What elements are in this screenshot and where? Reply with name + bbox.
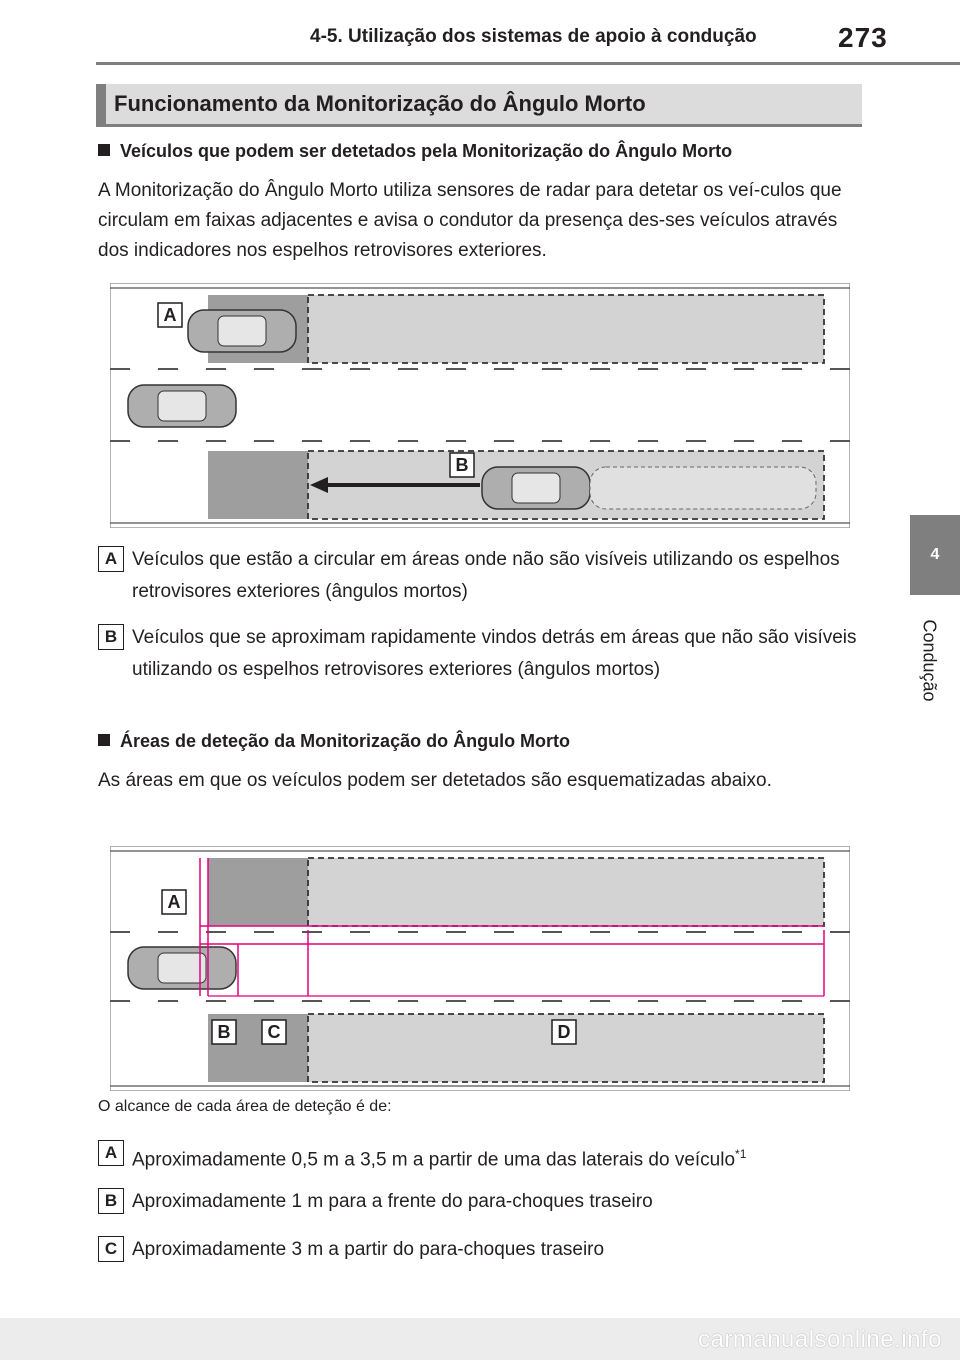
figure-detection-zones: A B C D [110, 846, 850, 1091]
list-item-range-c: C Aproximadamente 3 m a partir do para-c… [98, 1234, 858, 1266]
chapter-label: Condução [904, 610, 944, 720]
footnote-ref[interactable]: *1 [735, 1147, 747, 1161]
label-badge: A [98, 1140, 124, 1166]
figure-caption: O alcance de cada área de deteção é de: [98, 1098, 392, 1115]
list-item-text: Aproximadamente 0,5 m a 3,5 m a partir d… [132, 1149, 736, 1171]
list-item-b: B Veículos que se aproximam rapidamente … [98, 622, 858, 686]
chapter-label-text: Condução [919, 619, 940, 702]
list-item-range-b: B Aproximadamente 1 m para a frente do p… [98, 1186, 858, 1218]
label-badge: C [98, 1236, 124, 1262]
figure1-label-b: B [456, 455, 469, 475]
section-heading-bar [96, 84, 106, 126]
list-item-text-wrap: Aproximadamente 0,5 m a 3,5 m a partir d… [132, 1138, 858, 1176]
subheading-detectable-vehicles: Veículos que podem ser detetados pela Mo… [98, 141, 732, 162]
bullet-square-icon [98, 734, 110, 746]
paragraph-areas: As áreas em que os veículos podem ser de… [98, 770, 772, 791]
figure2-label-c: C [268, 1022, 281, 1042]
section-heading: Funcionamento da Monitorização do Ângulo… [96, 84, 862, 127]
subheading-detection-areas: Áreas de deteção da Monitorização do Âng… [98, 731, 570, 752]
watermark[interactable]: carmanualsonline.info [698, 1326, 942, 1353]
list-item-a: A Veículos que estão a circular em áreas… [98, 544, 858, 608]
list-item-text: Aproximadamente 1 m para a frente do par… [132, 1191, 653, 1212]
list-item-text: Aproximadamente 3 m a partir do para-cho… [132, 1239, 605, 1260]
label-badge: B [98, 1188, 124, 1214]
header-rule [96, 62, 960, 65]
list-item-text: Veículos que se aproximam rapidamente vi… [132, 627, 857, 680]
paragraph-intro: A Monitorização do Ângulo Morto utiliza … [98, 180, 842, 261]
label-badge: B [98, 624, 124, 650]
section-heading-text: Funcionamento da Monitorização do Ângulo… [114, 91, 646, 116]
list-item-text: Veículos que estão a circular em áreas o… [132, 549, 840, 602]
running-header: 4-5. Utilização dos sistemas de apoio à … [310, 26, 757, 47]
figure-detection-lanes: A B [110, 283, 850, 528]
label-badge: A [98, 546, 124, 572]
figure1-label-a: A [164, 305, 177, 325]
bullet-square-icon [98, 144, 110, 156]
figure2-label-d: D [558, 1022, 571, 1042]
list-item-range-a: A Aproximadamente 0,5 m a 3,5 m a partir… [98, 1138, 858, 1176]
figure2-label-a: A [168, 892, 181, 912]
chapter-tab[interactable]: 4 [910, 515, 960, 595]
footer-bar: carmanualsonline.info [0, 1318, 960, 1360]
figure2-label-b: B [218, 1022, 231, 1042]
subheading-text: Veículos que podem ser detetados pela Mo… [120, 141, 733, 161]
subheading-text: Áreas de deteção da Monitorização do Âng… [120, 731, 571, 751]
section-heading-rule [96, 124, 862, 127]
page-number: 273 [838, 22, 888, 53]
